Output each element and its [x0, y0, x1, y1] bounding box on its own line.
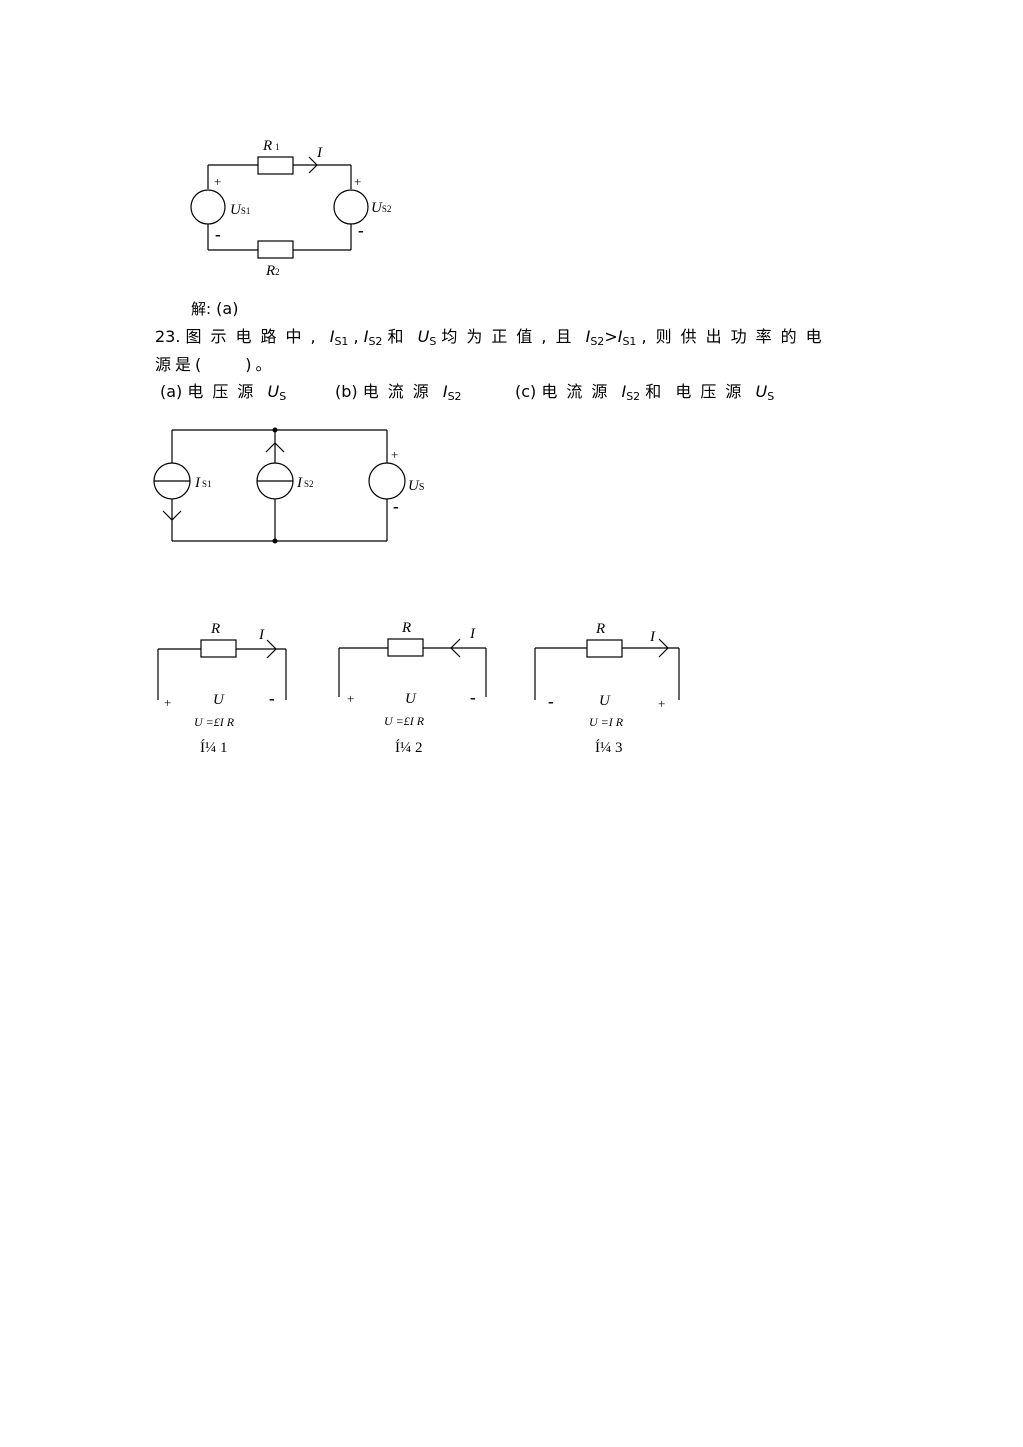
- solution-line: 解: (a): [191, 298, 238, 319]
- option-a-text: 电压源: [187, 382, 263, 401]
- resistor-r2: [257, 240, 294, 259]
- comma: ,: [353, 327, 359, 346]
- question-text-c: ,则供出功率的电: [641, 327, 831, 346]
- solution-label: 解:: [191, 300, 212, 318]
- u-label: U: [405, 691, 417, 707]
- option-c-label: (c): [515, 382, 537, 401]
- is2-symbol: IS2: [363, 327, 383, 348]
- cond-is1-symbol: IS1: [617, 327, 637, 348]
- question-line-2: 源是( )。: [155, 355, 276, 374]
- equation: U =£I R: [194, 715, 235, 729]
- resistor: [387, 638, 424, 657]
- r-label: R: [595, 621, 605, 637]
- node-dot-bottom: [272, 538, 278, 544]
- resistor: [200, 639, 237, 658]
- plus-sign: +: [164, 695, 171, 710]
- option-b: (b) 电流源 IS2: [335, 378, 462, 403]
- question-line-1: 23. 图示电路中, IS1 , IS2 和 US 均为正值,且 IS2>IS1…: [155, 323, 831, 348]
- option-b-symbol: IS2: [442, 382, 462, 403]
- r2-label: R2: [265, 263, 280, 279]
- option-b-label: (b): [335, 382, 358, 401]
- option-a-symbol: US: [267, 382, 287, 403]
- resistor-r1: [257, 156, 294, 175]
- us2-plus: +: [354, 174, 361, 189]
- us2-minus: -: [358, 221, 364, 240]
- us2-label: US2: [371, 200, 391, 216]
- i-label: I: [469, 626, 476, 642]
- is2-arrow: [265, 442, 285, 453]
- equation: U =I R: [589, 715, 624, 729]
- option-a: (a) 电压源 US: [160, 378, 286, 403]
- cond-is2-symbol: IS2: [585, 327, 605, 348]
- option-c-text: 电流源: [541, 382, 617, 401]
- current-arrow: [308, 156, 318, 174]
- current-arrow-right: [658, 638, 669, 658]
- current-arrow-right: [266, 639, 277, 659]
- current-label: I: [316, 145, 323, 161]
- question-number: 23.: [155, 327, 181, 346]
- option-c-text2: 电压源: [675, 382, 751, 401]
- r-label: R: [210, 621, 220, 637]
- i-label: I: [649, 629, 656, 645]
- plus-sign: +: [347, 691, 354, 706]
- is1-symbol: IS1: [329, 327, 349, 348]
- u-label: U: [599, 693, 611, 709]
- us1-plus: +: [214, 174, 221, 189]
- question-text-a: 图示电路中,: [185, 327, 325, 346]
- r-label: R: [401, 620, 411, 636]
- is1-arrow: [162, 510, 182, 521]
- minus-sign: -: [548, 692, 554, 711]
- option-b-text: 电流源: [362, 382, 438, 401]
- question-text-b: 均为正值,且: [441, 327, 581, 346]
- option-c-and: 和: [645, 382, 671, 401]
- figure-3: R I - U + U =I R Í¼ 3: [534, 621, 680, 756]
- minus-sign: -: [470, 688, 476, 707]
- us-minus: -: [393, 497, 399, 516]
- current-arrow-left: [450, 638, 461, 658]
- us-plus: +: [391, 447, 398, 462]
- us1-minus: -: [215, 225, 221, 244]
- equation: U =£I R: [384, 714, 425, 728]
- us1-label: US1: [230, 202, 250, 218]
- and-text: 和: [387, 327, 413, 346]
- voltage-source-us1: [190, 189, 226, 225]
- figure-caption: Í¼ 1: [200, 739, 228, 756]
- minus-sign: -: [269, 689, 275, 708]
- voltage-source-us2: [333, 189, 369, 225]
- option-c-symbol: IS2: [621, 382, 641, 403]
- figure-caption: Í¼ 2: [395, 739, 423, 756]
- solution-answer: (a): [216, 299, 239, 318]
- gt-symbol: >: [604, 327, 618, 346]
- i-label: I: [258, 627, 265, 643]
- figure-2: R I + U - U =£I R Í¼ 2: [338, 620, 487, 756]
- option-a-label: (a): [160, 382, 183, 401]
- plus-sign: +: [658, 696, 665, 711]
- voltage-source-us: [368, 462, 406, 500]
- figure-1: R I + U - U =£I R Í¼ 1: [157, 621, 287, 756]
- resistor: [586, 639, 623, 658]
- figure-caption: Í¼ 3: [595, 739, 623, 756]
- option-c: (c) 电流源 IS2 和 电压源 US: [515, 378, 774, 403]
- u-label: U: [213, 692, 225, 708]
- us-symbol: US: [417, 327, 437, 348]
- option-c-symbol2: US: [755, 382, 775, 403]
- us-label: US: [408, 478, 424, 494]
- node-dot-top: [272, 427, 278, 433]
